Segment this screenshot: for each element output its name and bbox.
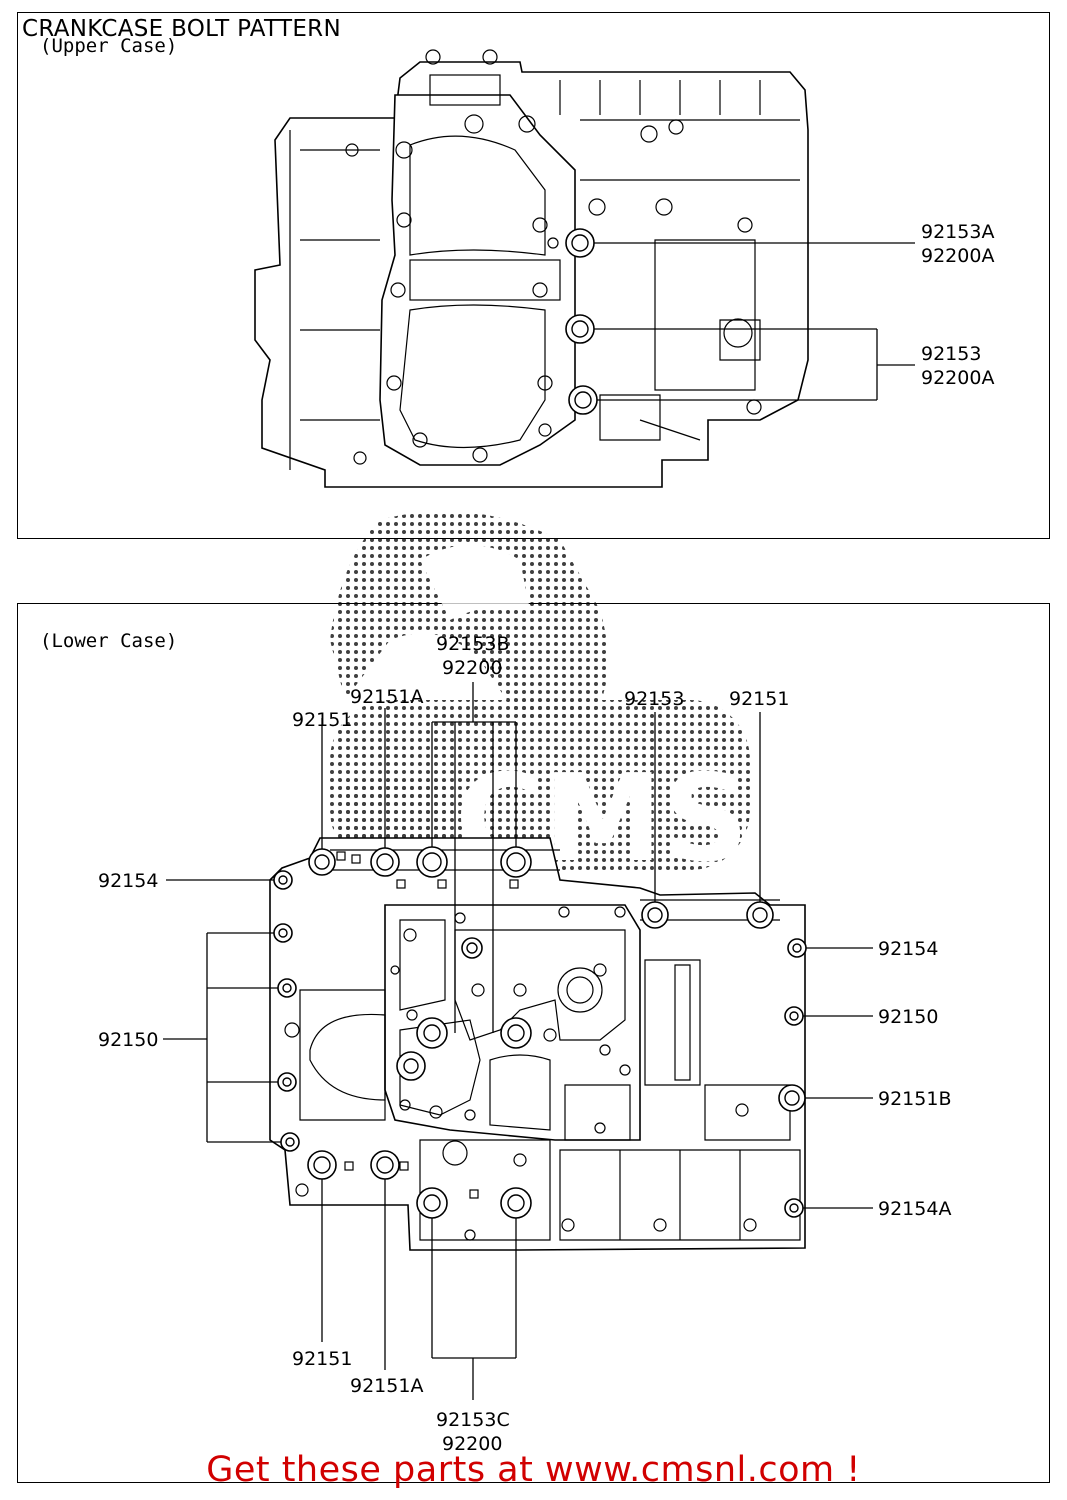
callout-92200-top: 92200 xyxy=(442,657,502,679)
callout-92153c: 92153C xyxy=(436,1409,510,1431)
callout-92151-top-right: 92151 xyxy=(729,688,789,710)
lower-leader-lines xyxy=(163,682,873,1400)
lower-case-label: (Lower Case) xyxy=(40,630,178,652)
callout-92153a: 92153A xyxy=(921,221,994,243)
upper-case-label: (Upper Case) xyxy=(40,35,178,57)
callout-92150-left: 92150 xyxy=(98,1029,158,1051)
page-title: CRANKCASE BOLT PATTERN xyxy=(22,16,341,42)
callout-92200-bottom: 92200 xyxy=(442,1433,502,1455)
callout-92151a-top: 92151A xyxy=(350,686,423,708)
callout-92154a: 92154A xyxy=(878,1198,951,1220)
callout-92151b: 92151B xyxy=(878,1088,951,1110)
callout-92154-left: 92154 xyxy=(98,870,158,892)
lower-bolts xyxy=(273,846,807,1219)
callout-92151-top-left: 92151 xyxy=(292,709,352,731)
callout-92153: 92153 xyxy=(921,343,981,365)
upper-case-drawing xyxy=(254,49,809,488)
callout-92200a: 92200A xyxy=(921,367,994,389)
callout-92200a: 92200A xyxy=(921,245,994,267)
callout-92153b: 92153B xyxy=(436,633,509,655)
callout-92151a-bottom: 92151A xyxy=(350,1375,423,1397)
callout-92153-top: 92153 xyxy=(624,688,684,710)
callout-92154-right: 92154 xyxy=(878,938,938,960)
upper-leader-lines xyxy=(594,242,915,401)
callout-92150-right: 92150 xyxy=(878,1006,938,1028)
lower-case-drawing xyxy=(269,837,807,1251)
cmsnl-promo-link[interactable]: Get these parts at www.cmsnl.com ! xyxy=(206,1450,861,1490)
callout-92151-bottom: 92151 xyxy=(292,1348,352,1370)
